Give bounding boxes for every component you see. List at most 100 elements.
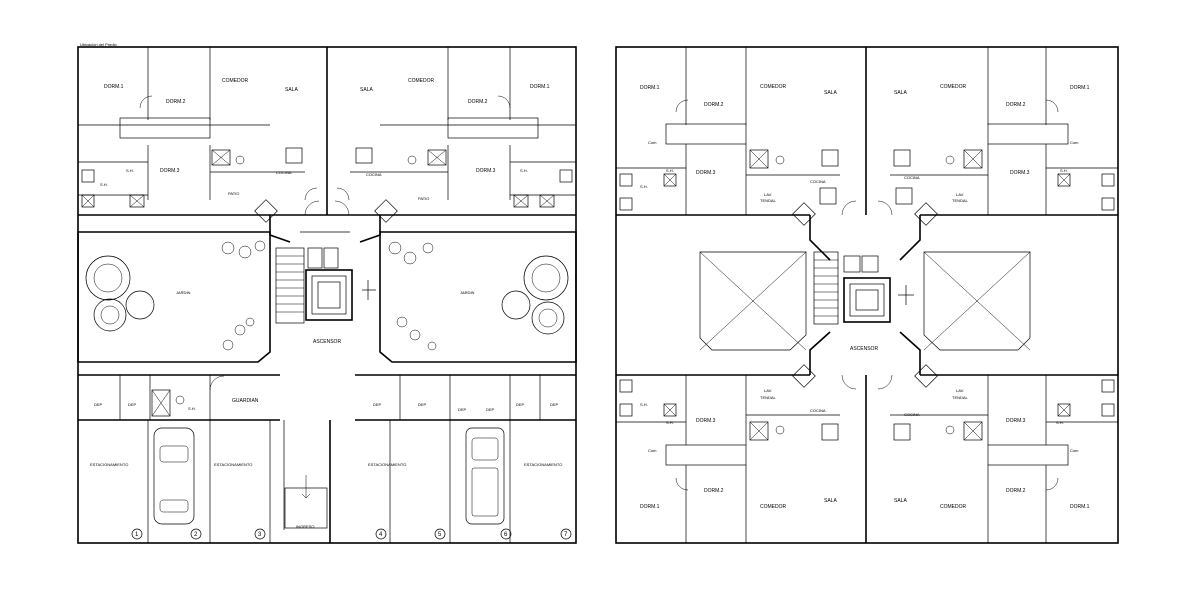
typical-top-apartments [616, 47, 1118, 226]
typical-label-sh-bl2: S.H. [640, 402, 648, 407]
parking-number-5: 5 [438, 532, 442, 538]
typical-label-com-tr: Com [1070, 140, 1079, 145]
parking-number-3: 3 [258, 532, 262, 538]
ground-label-dorm2-left: DORM.2 [166, 99, 186, 105]
typical-outer-wall [615, 46, 1119, 544]
ground-label-comedor-right: COMEDOR [408, 78, 435, 84]
typical-label-sh-tl2: S.H. [640, 184, 648, 189]
typical-bottom-apartments [616, 364, 1118, 543]
ground-label-dep-1: DEP [94, 402, 103, 407]
typical-floor-plan: DORM.1 DORM.2 COMEDOR SALA SALA COMEDOR … [615, 46, 1119, 544]
typical-label-sh-bl: S.H. [666, 420, 674, 425]
ground-label-patio-right: PATIO [418, 196, 429, 201]
parking-number-2: 2 [194, 532, 198, 538]
shrub-icon [234, 324, 246, 336]
tree-icon [125, 290, 155, 320]
typical-label-cocina-br: COCINA [904, 412, 920, 417]
shrub-icon [388, 241, 402, 255]
shrub-icon [427, 341, 437, 351]
ground-label-patio-left: PATIO [228, 191, 239, 196]
ground-lower-services: DEP DEP S.H. GUARDIAN DEP DEP DEP DEP DE… [78, 374, 576, 421]
car-icon [153, 427, 195, 525]
typical-label-lav-br: LAV. [956, 388, 964, 393]
typical-label-dorm2-br: DORM.2 [1006, 488, 1026, 494]
typical-label-com-tl: Com [648, 140, 657, 145]
typical-label-dorm2-bl: DORM.2 [704, 488, 724, 494]
typical-label-sala-br: SALA [894, 498, 907, 504]
typical-label-comedor-br: COMEDOR [940, 504, 967, 510]
ground-label-jardin-left: JARDIN [176, 290, 191, 295]
ground-label-dep-3: DEP [373, 402, 382, 407]
ground-label-comedor-left: COMEDOR [222, 78, 249, 84]
shrub-icon [409, 329, 421, 341]
ground-label-estacionamiento-2: ESTACIONAMIENTO [214, 462, 252, 467]
tree-icon [531, 301, 565, 335]
ground-label-dep-5: DEP [458, 407, 467, 412]
ground-label-dorm1-right: DORM.1 [530, 84, 550, 90]
ground-label-cocina-left: COCINA [276, 170, 292, 175]
typical-label-sh-br: S.H. [1056, 420, 1064, 425]
typical-label-dorm2-tr: DORM.2 [1006, 102, 1026, 108]
ground-floor-plan: Ubicación del Predio [77, 42, 577, 544]
typical-label-dorm3-br: DORM.3 [1006, 418, 1026, 424]
ground-label-sh-right: S.H. [520, 168, 528, 173]
tree-icon [523, 255, 569, 301]
typical-label-cocina-tl: COCINA [810, 179, 826, 184]
typical-label-com-bl: Com [648, 448, 657, 453]
typical-label-lav-tr: LAV. [956, 192, 964, 197]
typical-label-sala-tl: SALA [824, 90, 837, 96]
shrub-icon [422, 242, 434, 254]
shrub-icon [403, 251, 417, 265]
ground-label-estacionamiento-3: ESTACIONAMIENTO [368, 462, 406, 467]
ground-label-dorm3-right: DORM.3 [476, 168, 496, 174]
typical-label-dorm1-br: DORM.1 [1070, 504, 1090, 510]
parking-number-1: 1 [135, 532, 139, 538]
ground-label-ingreso: INGRESO [296, 524, 314, 529]
shrub-icon [238, 245, 252, 259]
typical-label-tendal-br: TENDAL [952, 395, 969, 400]
ground-label-sh-left: S.H. [126, 168, 134, 173]
typical-label-dorm3-bl: DORM.3 [696, 418, 716, 424]
ground-top-apartments [78, 47, 576, 223]
typical-label-cocina-bl: COCINA [810, 408, 826, 413]
typical-label-lav-bl: LAV. [764, 388, 772, 393]
shrub-icon [221, 241, 235, 255]
typical-label-cocina-tr: COCINA [904, 175, 920, 180]
ground-label-cocina-right: COCINA [366, 172, 382, 177]
typical-central-core: ASCENSOR [699, 215, 1031, 375]
ground-label-ascensor: ASCENSOR [313, 339, 341, 345]
ground-label-dorm3-left: DORM.3 [160, 168, 180, 174]
ground-label-dep-7: DEP [516, 402, 525, 407]
ground-label-estacionamiento-4: ESTACIONAMIENTO [524, 462, 562, 467]
ground-label-sala-right: SALA [360, 87, 373, 93]
ground-label-sh-left2: S.H. [100, 182, 108, 187]
typical-label-dorm1-tr: DORM.1 [1070, 85, 1090, 91]
typical-label-dorm1-bl: DORM.1 [640, 504, 660, 510]
typical-label-lav-tl: LAV. [764, 192, 772, 197]
typical-label-comedor-tr: COMEDOR [940, 84, 967, 90]
shrub-icon [396, 316, 408, 328]
shrub-icon [254, 240, 266, 252]
tree-icon [85, 255, 131, 301]
ground-gardens: JARDIN JARDIN [77, 231, 577, 363]
parking-number-6: 6 [504, 532, 508, 538]
ground-label-jardin-right: JARDIN [460, 290, 475, 295]
tree-icon [501, 290, 531, 320]
ground-central-core: ASCENSOR [269, 215, 381, 345]
ground-label-dep-8: DEP [550, 402, 559, 407]
shrub-icon [222, 339, 234, 351]
typical-label-tendal-bl: TENDAL [760, 395, 777, 400]
ground-label-dep-6: DEP [486, 407, 495, 412]
typical-label-dorm3-tr: DORM.3 [1010, 170, 1030, 176]
ground-plan-title: Ubicación del Predio [80, 42, 117, 47]
ground-label-estacionamiento-1: ESTACIONAMIENTO [90, 462, 128, 467]
typical-label-sala-bl: SALA [824, 498, 837, 504]
ground-label-dep-2: DEP [128, 402, 137, 407]
typical-label-dorm3-tl: DORM.3 [696, 170, 716, 176]
typical-label-sala-tr: SALA [894, 90, 907, 96]
typical-label-comedor-bl: COMEDOR [760, 504, 787, 510]
shrub-icon [245, 317, 255, 327]
parking-number-7: 7 [564, 532, 568, 538]
typical-label-sh-tr: S.H. [1060, 168, 1068, 173]
